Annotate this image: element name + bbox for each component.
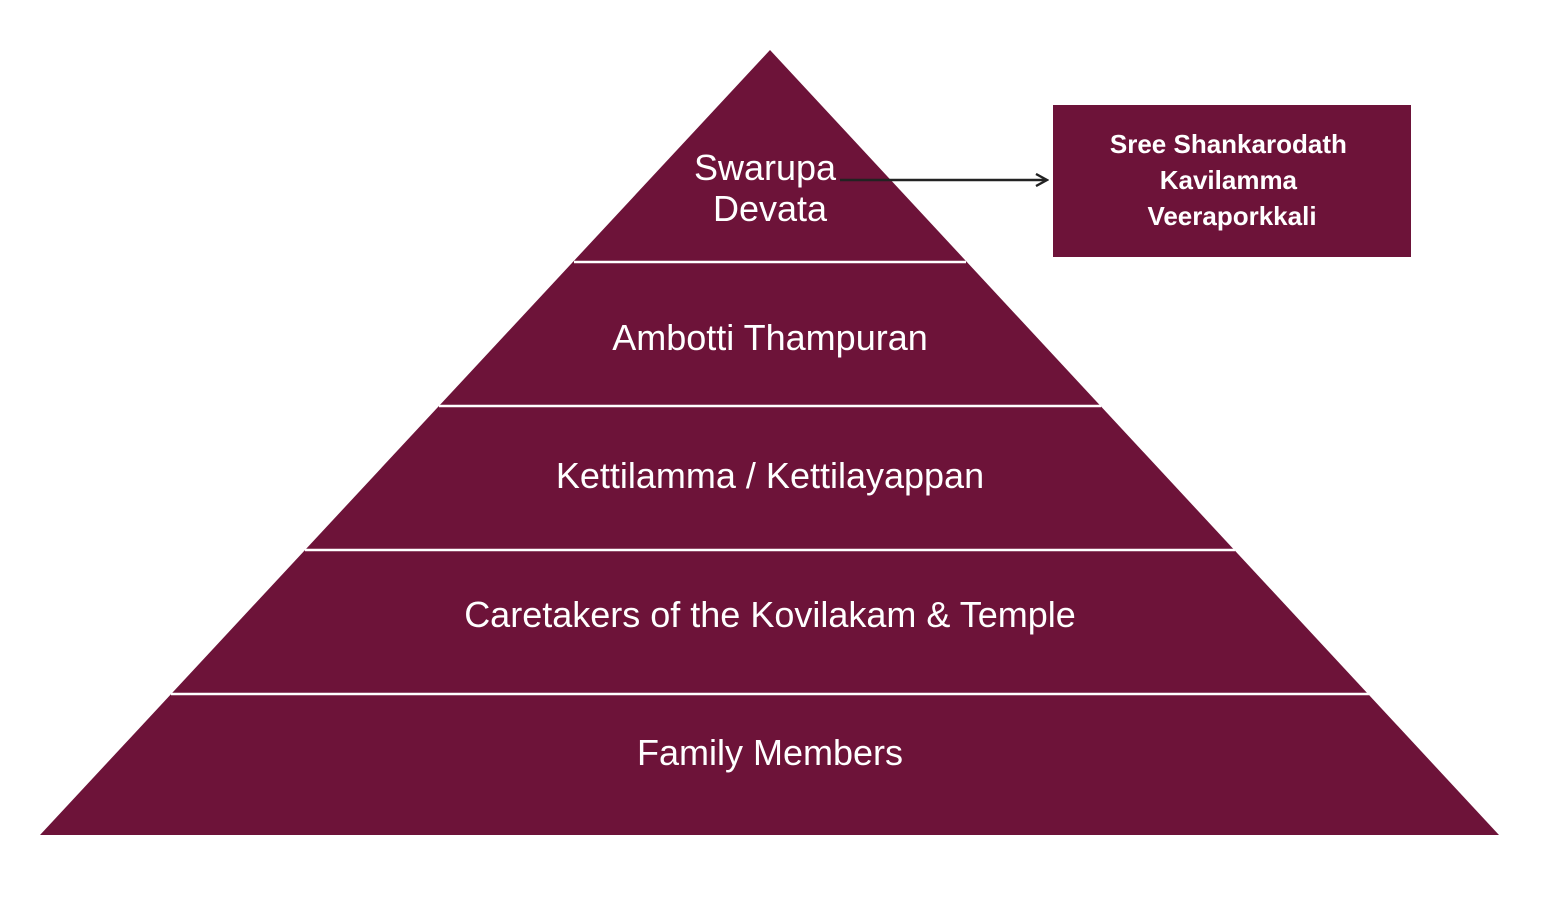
tier-label-2: Ambotti Thampuran <box>612 317 928 358</box>
callout-label-line: Kavilamma <box>1160 165 1298 195</box>
callout-label-line: Veeraporkkali <box>1147 201 1316 231</box>
tier-label-3: Kettilamma / Kettilayappan <box>556 455 984 496</box>
callout-box <box>1053 105 1411 257</box>
tier-label-line: Devata <box>713 188 828 229</box>
tier-label-apex: Swarupa Devata <box>694 147 846 229</box>
tier-label-5: Family Members <box>637 732 903 773</box>
tier-label-line: Swarupa <box>694 147 837 188</box>
pyramid-shape <box>40 50 1499 835</box>
callout-label: Sree Shankarodath Kavilamma Veeraporkkal… <box>1110 129 1354 231</box>
callout-label-line: Sree Shankarodath <box>1110 129 1347 159</box>
tier-label-4: Caretakers of the Kovilakam & Temple <box>464 594 1076 635</box>
